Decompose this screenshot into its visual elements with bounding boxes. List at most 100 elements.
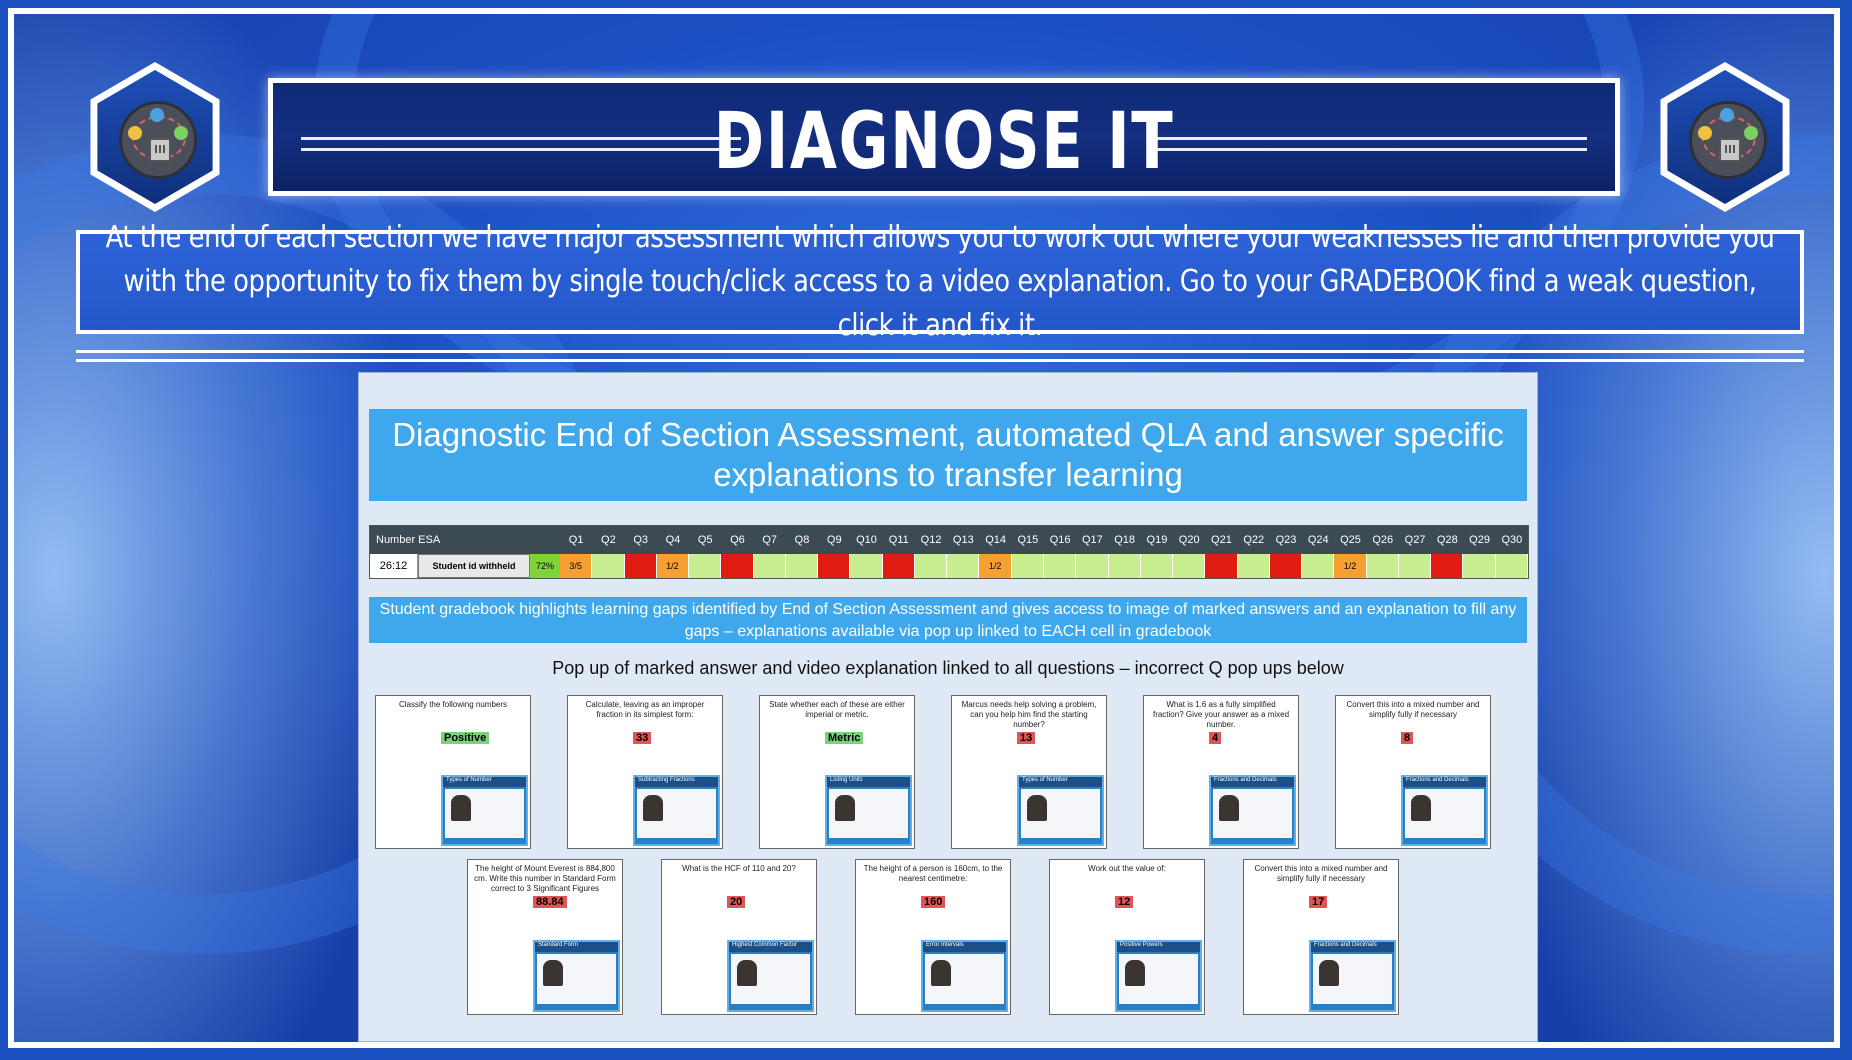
gradebook-question-cell[interactable]	[1495, 554, 1528, 578]
video-explanation-player[interactable]: Subtracting Fractions	[633, 775, 720, 846]
video-explanation-player[interactable]: Types of Number	[1017, 775, 1104, 846]
gradebook-question-cell[interactable]	[1043, 554, 1077, 578]
gradebook-question-header: Q15	[1017, 534, 1039, 546]
gradebook-score: 72%	[530, 554, 560, 578]
gradebook-question-cell[interactable]	[1431, 554, 1464, 578]
answer-popup-thumbnail[interactable]: State whether each of these are either i…	[759, 695, 915, 849]
video-title: Fractions and Decimals	[1311, 942, 1394, 952]
gradebook-question-cell[interactable]: 1/2	[1334, 554, 1367, 578]
gradebook-question-cell[interactable]	[1108, 554, 1141, 578]
page-title: DIAGNOSE IT	[713, 97, 1175, 187]
video-explanation-player[interactable]: Fractions and Decimals	[1209, 775, 1296, 846]
video-explanation-player[interactable]: Error Intervals	[921, 940, 1008, 1012]
popup-caption: Pop up of marked answer and video explan…	[552, 658, 1344, 678]
gradebook-question-cell[interactable]	[624, 554, 657, 578]
gradebook-question-header: Q19	[1146, 534, 1168, 546]
gradebook-question-cell[interactable]: 3/5	[560, 554, 593, 578]
video-explanation-player[interactable]: Fractions and Decimals	[1401, 775, 1488, 846]
marked-answer: 20	[727, 896, 746, 908]
gradebook-label: Number ESA	[376, 534, 441, 546]
gradebook-question-cell[interactable]	[1302, 554, 1335, 578]
presenter-icon	[737, 960, 757, 986]
gradebook-question-cell[interactable]	[1463, 554, 1496, 578]
gradebook-question-cell[interactable]	[753, 554, 786, 578]
video-title: Fractions and Decimals	[1403, 777, 1486, 787]
marked-answer: Metric	[825, 732, 864, 744]
gradebook-question-cell[interactable]	[1237, 554, 1270, 578]
gradebook-question-header: Q25	[1340, 534, 1361, 546]
gradebook-question-header: Q28	[1436, 534, 1458, 546]
answer-popup-thumbnail[interactable]: What is 1.6 as a fully simplified fracti…	[1143, 695, 1299, 849]
gradebook-question-cell[interactable]	[947, 554, 980, 578]
slide-frame: DIAGNOSE IT At the end of each section w…	[8, 8, 1840, 1048]
gradebook-question-cell[interactable]	[1011, 554, 1044, 578]
gradebook-question-cell[interactable]	[1140, 554, 1174, 578]
gradebook-question-header: Q10	[856, 534, 877, 546]
gradebook-question-header: Q5	[697, 534, 713, 546]
video-title: Types of Number	[1019, 777, 1102, 787]
title-banner: DIAGNOSE IT	[268, 78, 1620, 196]
answer-popup-thumbnail[interactable]: The height of Mount Everest is 884,800 c…	[467, 859, 623, 1015]
gradebook-question-cell[interactable]	[785, 554, 819, 578]
video-explanation-player[interactable]: Fractions and Decimals	[1309, 940, 1396, 1012]
gradebook-question-cell[interactable]	[1205, 554, 1238, 578]
answer-popup-thumbnail[interactable]: Convert this into a mixed number and sim…	[1335, 695, 1491, 849]
gradebook-row[interactable]: 26:12 Student id withheld 72% 3/5 1/2 1/2 1…	[370, 554, 1528, 578]
gradebook-question-header: Q12	[920, 534, 942, 546]
gradebook-question-cell[interactable]	[1173, 554, 1206, 578]
presenter-icon	[835, 795, 855, 821]
gradebook-question-header: Q24	[1307, 534, 1329, 546]
thumbnail-question: Convert this into a mixed number and sim…	[1346, 700, 1480, 719]
video-explanation-player[interactable]: Highest Common Factor	[727, 940, 814, 1012]
video-title: Subtracting Fractions	[635, 777, 718, 787]
video-title: Fractions and Decimals	[1211, 777, 1294, 787]
answer-popup-thumbnail[interactable]: The height of a person is 160cm, to the …	[855, 859, 1011, 1015]
title-decor-line	[1147, 137, 1587, 151]
gradebook-student[interactable]: Student id withheld	[418, 554, 530, 578]
video-explanation-player[interactable]: Positive Powers	[1115, 940, 1202, 1012]
answer-popup-thumbnail[interactable]: Marcus needs help solving a problem, can…	[951, 695, 1107, 849]
marked-answer: 13	[1017, 732, 1036, 744]
gradebook-question-header: Q17	[1081, 534, 1103, 546]
gradebook-question-cell[interactable]	[850, 554, 883, 578]
video-title: Positive Powers	[1117, 942, 1200, 952]
gradebook-question-cell[interactable]	[721, 554, 754, 578]
gradebook-question-header: Q26	[1372, 534, 1394, 546]
gradebook-question-cell[interactable]	[1269, 554, 1303, 578]
gradebook-question-cell[interactable]	[1076, 554, 1109, 578]
gradebook-question-header: Q13	[952, 534, 974, 546]
video-explanation-player[interactable]: Standard Form	[533, 940, 620, 1012]
gradebook-time: 26:12	[370, 554, 418, 578]
presenter-icon	[451, 795, 471, 821]
video-title: Error Intervals	[923, 942, 1006, 952]
gradebook-question-header: Q4	[665, 534, 681, 546]
gradebook-question-cell[interactable]	[818, 554, 851, 578]
gradebook-question-header: Q30	[1501, 534, 1523, 546]
gradebook-question-cell[interactable]	[689, 554, 722, 578]
gradebook-question-header: Q2	[601, 534, 616, 546]
gradebook-question-header: Q16	[1049, 534, 1071, 546]
presenter-icon	[643, 795, 663, 821]
marked-answer: 8	[1401, 732, 1414, 744]
marked-answer: 88.84	[533, 896, 567, 908]
gradebook-question-header: Q9	[826, 534, 842, 546]
gradebook-question-cell[interactable]	[882, 554, 915, 578]
gradebook-question-cell[interactable]	[914, 554, 948, 578]
answer-popup-thumbnail[interactable]: Calculate, leaving as an improper fracti…	[567, 695, 723, 849]
gradebook-question-cell[interactable]	[1366, 554, 1399, 578]
video-title: Highest Common Factor	[729, 942, 812, 952]
gradebook-question-cell[interactable]: 1/2	[979, 554, 1012, 578]
gradebook-question-cell[interactable]: 1/2	[656, 554, 690, 578]
video-explanation-player[interactable]: Listing Units	[825, 775, 912, 846]
thumbnail-question: Work out the value of:	[1088, 864, 1166, 873]
thumbnail-question: The height of a person is 160cm, to the …	[863, 864, 1003, 883]
video-explanation-player[interactable]: Types of Number	[441, 775, 528, 846]
title-decor-line	[301, 137, 741, 151]
gradebook-question-cell[interactable]	[592, 554, 625, 578]
gradebook-question-cell[interactable]	[1398, 554, 1432, 578]
answer-popup-thumbnail[interactable]: Convert this into a mixed number and sim…	[1243, 859, 1399, 1015]
